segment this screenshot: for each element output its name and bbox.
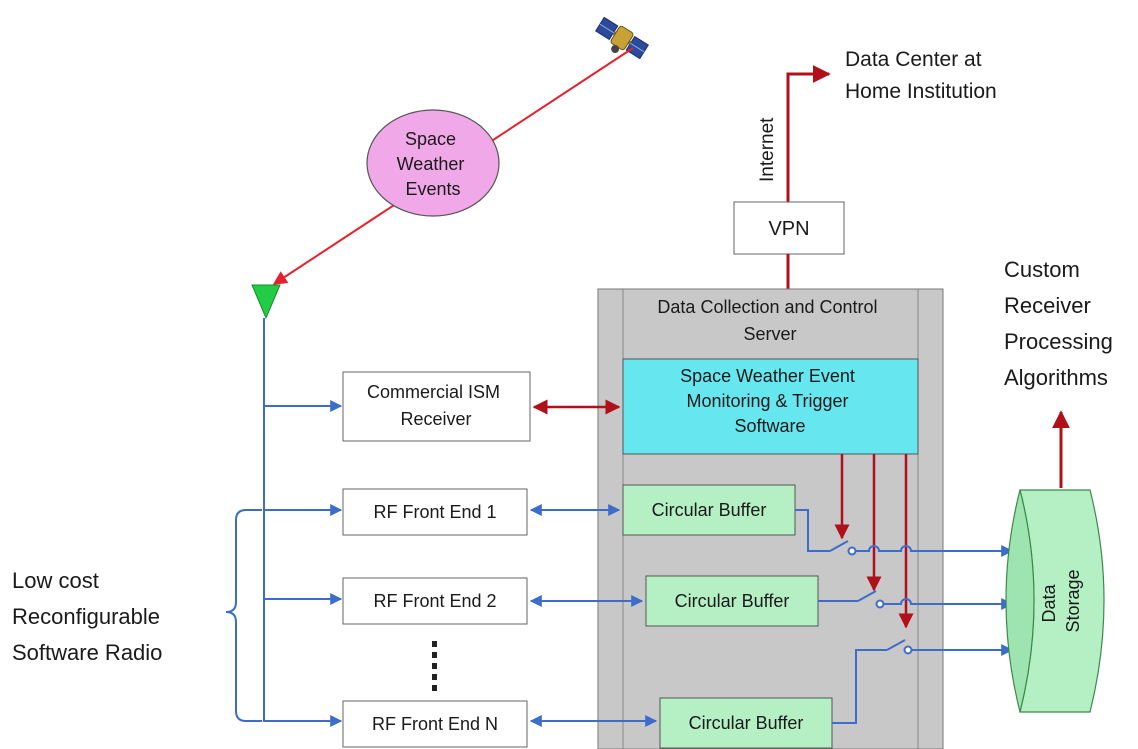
- internet-label: Internet: [757, 117, 778, 182]
- rf-front-end-2-label: RF Front End 2: [373, 591, 496, 611]
- circular-buffer-n-label: Circular Buffer: [689, 713, 804, 733]
- ism-line-2: Receiver: [400, 409, 471, 429]
- satellite-icon: [595, 16, 649, 60]
- cloud-line-2: Weather: [397, 154, 465, 174]
- monitor-line-1: Space Weather Event: [680, 366, 855, 386]
- cloud-line-1: Space: [405, 129, 456, 149]
- custom-line-3: Processing: [1004, 329, 1113, 354]
- storage-line-1: Data: [1039, 584, 1059, 623]
- circular-buffer-2-label: Circular Buffer: [675, 591, 790, 611]
- server-title-line-1: Data Collection and Control: [657, 297, 877, 317]
- front-end-brace: [225, 509, 262, 722]
- switch-n: [832, 639, 1005, 724]
- rf-front-end-n-label: RF Front End N: [372, 714, 498, 734]
- svg-text:Low cost Reconfigurable: Low cost Reconfigurable Software Radio: [12, 568, 166, 665]
- svg-text:Custom Receiver Proces: Custom Receiver Processing Algorithms: [1004, 257, 1119, 390]
- ism-receiver-box: [342, 371, 531, 442]
- ism-line-1: Commercial ISM: [367, 382, 500, 402]
- vpn-label: VPN: [768, 218, 809, 240]
- svg-text:Data Center at Home Instit: Data Center at Home Institution: [845, 48, 997, 103]
- switch-2: [818, 590, 1005, 609]
- rf-front-end-1-box: [342, 488, 528, 536]
- custom-line-2: Receiver: [1004, 293, 1091, 318]
- storage-line-2: Storage: [1063, 569, 1083, 632]
- rf-front-end-2-box: [342, 577, 528, 625]
- data-storage-cylinder: [1005, 489, 1105, 713]
- circular-buffer-2-box: [645, 575, 819, 627]
- circular-buffer-n-box: [659, 697, 833, 749]
- monitor-line-3: Software: [734, 416, 805, 436]
- internet-link: [786, 65, 831, 202]
- switch-1: [795, 509, 1005, 556]
- monitoring-software-box: [622, 358, 919, 455]
- svg-text:Data Storage: Data Storage: [1039, 569, 1083, 632]
- monitor-line-2: Monitoring & Trigger: [686, 391, 848, 411]
- custom-line-1: Custom: [1004, 257, 1080, 282]
- rf-front-end-1-label: RF Front End 1: [373, 502, 496, 522]
- low-cost-line-1: Low cost: [12, 568, 99, 593]
- data-center-line-2: Home Institution: [845, 80, 997, 103]
- space-weather-ellipse: [366, 109, 500, 217]
- server-title-line-2: Server: [743, 324, 796, 344]
- svg-text:Space Weather Event Monito: Space Weather Event Monitoring & Trigger…: [680, 366, 860, 436]
- rf-front-end-n-box: [342, 700, 528, 748]
- svg-text:Space Weather Events: Space Weather Events: [397, 129, 470, 199]
- svg-text:Data Collection and Control: Data Collection and Control Server: [657, 297, 882, 344]
- data-center-line-1: Data Center at: [845, 48, 982, 71]
- circular-buffer-1-box: [622, 484, 796, 536]
- cloud-line-3: Events: [405, 179, 460, 199]
- antenna-icon: [251, 284, 281, 320]
- custom-line-4: Algorithms: [1004, 365, 1108, 390]
- more-front-ends-dots: [432, 641, 437, 691]
- low-cost-line-3: Software Radio: [12, 640, 162, 665]
- circular-buffer-1-label: Circular Buffer: [652, 500, 767, 520]
- low-cost-line-2: Reconfigurable: [12, 604, 160, 629]
- svg-text:Commercial ISM Receiver: Commercial ISM Receiver: [367, 382, 505, 429]
